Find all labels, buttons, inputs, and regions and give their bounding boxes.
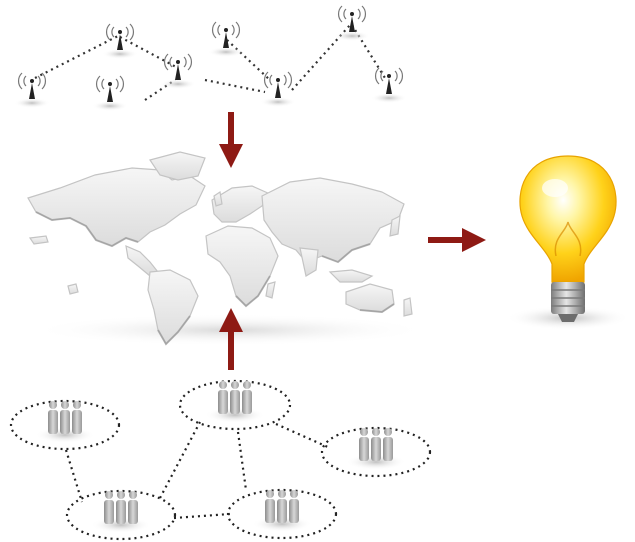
people-group-icon [320, 426, 432, 478]
lightbulb-icon [506, 155, 630, 330]
radio-tower-icon [92, 75, 128, 111]
sensor-network-links [34, 24, 386, 101]
radio-tower-icon [334, 5, 370, 41]
sensor-network [14, 5, 407, 111]
people-group-icon [65, 489, 177, 541]
people-group-icon [178, 379, 292, 431]
radio-tower-icon [102, 23, 138, 59]
people-network [9, 379, 432, 541]
radio-tower-icon [208, 21, 244, 57]
radio-tower-icon [260, 71, 296, 107]
world-map-icon [27, 151, 430, 346]
people-network-links [64, 421, 331, 520]
radio-tower-icon [371, 67, 407, 103]
radio-tower-icon [160, 53, 196, 89]
people-group-icon [9, 399, 121, 451]
people-group-icon [226, 488, 338, 540]
radio-tower-icon [14, 72, 50, 108]
